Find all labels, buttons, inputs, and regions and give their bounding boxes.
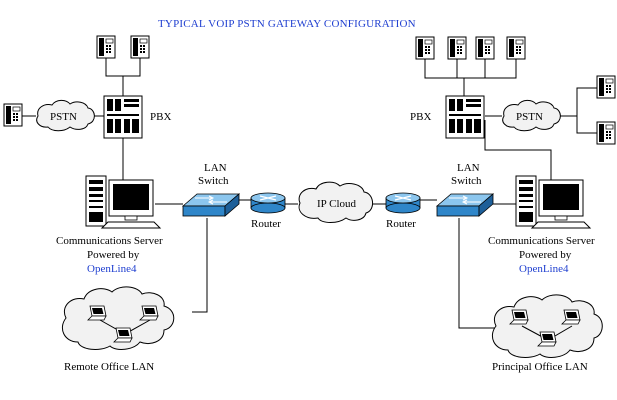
right-pstn-cloud: PSTN <box>502 99 561 132</box>
left-server-label-1: Communications Server <box>56 235 163 247</box>
right-server-label-1: Communications Server <box>488 235 595 247</box>
left-switch-label-2: Switch <box>198 175 229 187</box>
left-phone-2 <box>130 35 150 59</box>
right-phone-5 <box>596 75 616 99</box>
principal-office-lan <box>492 294 603 358</box>
left-switch-label-1: LAN <box>204 162 227 174</box>
left-server-label-2: Powered by <box>87 249 140 261</box>
left-server <box>85 175 161 229</box>
right-pbx <box>445 95 485 139</box>
left-router-label: Router <box>251 218 281 230</box>
left-phone-pstn <box>3 103 23 127</box>
principal-lan-label: Principal Office LAN <box>492 361 588 373</box>
right-server-label-2: Powered by <box>519 249 572 261</box>
right-router-label: Router <box>386 218 416 230</box>
right-server-label-3: OpenLine4 <box>519 263 569 275</box>
right-switch-label-1: LAN <box>457 162 480 174</box>
right-switch-label-2: Switch <box>451 175 482 187</box>
right-phone-1 <box>415 36 435 60</box>
right-phone-2 <box>447 36 467 60</box>
diagram-title: TYPICAL VOIP PSTN GATEWAY CONFIGURATION <box>158 18 416 30</box>
remote-office-lan <box>62 286 175 350</box>
left-server-label-3: OpenLine4 <box>87 263 137 275</box>
right-pstn-label: PSTN <box>516 111 543 123</box>
left-pstn-cloud: PSTN <box>36 99 95 132</box>
left-lan-switch <box>182 193 240 217</box>
right-server <box>515 175 591 229</box>
ip-cloud-label: IP Cloud <box>317 198 357 210</box>
right-phone-6 <box>596 121 616 145</box>
ip-cloud: IP Cloud <box>298 181 373 223</box>
left-pbx-label: PBX <box>150 111 171 123</box>
right-phone-3 <box>475 36 495 60</box>
left-pstn-label: PSTN <box>50 111 77 123</box>
right-pbx-label: PBX <box>410 111 431 123</box>
remote-lan-label: Remote Office LAN <box>64 361 154 373</box>
right-router <box>385 192 421 214</box>
left-router <box>250 192 286 214</box>
left-phone-1 <box>96 35 116 59</box>
right-phone-4 <box>506 36 526 60</box>
connection-lines <box>22 56 598 329</box>
left-pbx <box>103 95 143 139</box>
right-lan-switch <box>436 193 494 217</box>
